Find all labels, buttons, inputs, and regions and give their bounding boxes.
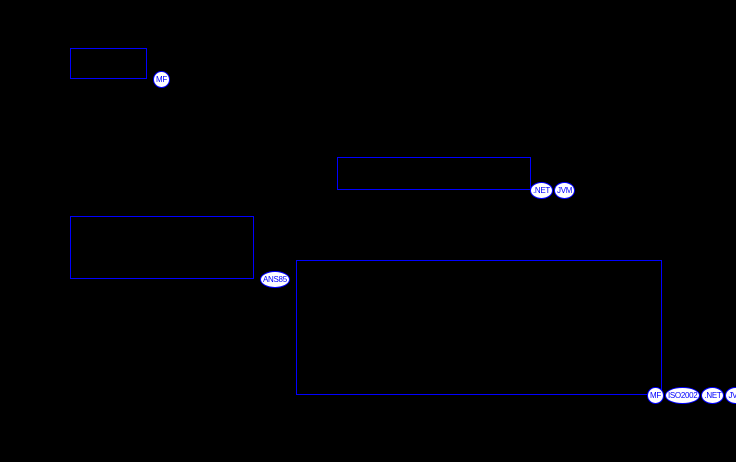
platform-badge[interactable]: .NET bbox=[701, 387, 725, 404]
diagram-node[interactable] bbox=[337, 157, 531, 190]
platform-badge-group: ANS85 bbox=[260, 271, 290, 288]
platform-badge[interactable]: MF bbox=[647, 387, 664, 404]
diagram-node[interactable] bbox=[70, 48, 147, 79]
platform-badge[interactable]: ANS85 bbox=[260, 271, 290, 288]
platform-badge[interactable]: ISO2002 bbox=[664, 387, 701, 404]
diagram-node[interactable] bbox=[70, 216, 254, 279]
platform-badge[interactable]: .NET bbox=[530, 182, 554, 199]
platform-badge[interactable]: JVM bbox=[725, 387, 736, 404]
platform-badge[interactable]: MF bbox=[153, 71, 170, 88]
platform-badge-group: MF bbox=[153, 71, 170, 88]
diagram-node[interactable] bbox=[296, 260, 662, 395]
platform-badge[interactable]: JVM bbox=[554, 182, 576, 199]
